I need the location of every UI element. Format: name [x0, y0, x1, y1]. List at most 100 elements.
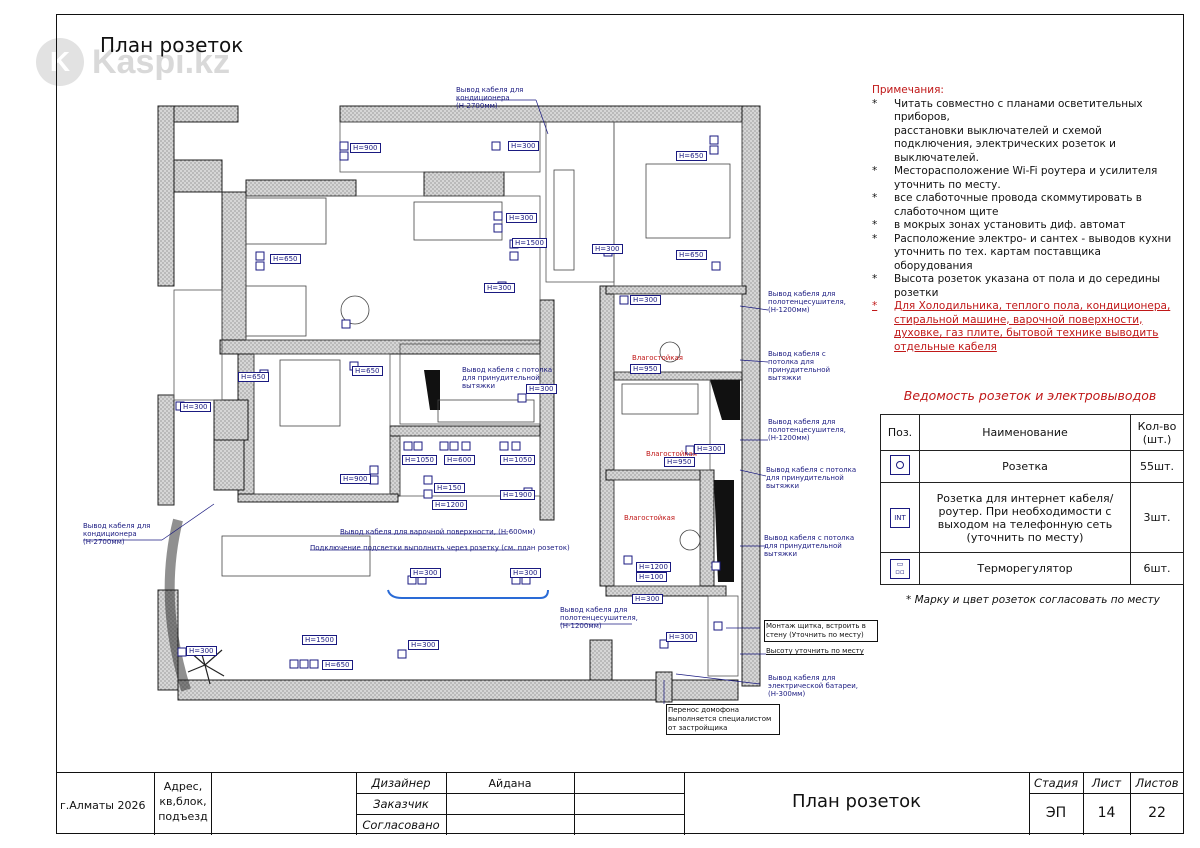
stage-label: Стадия: [1033, 776, 1079, 790]
address-label: Адрес, кв,блок, подъезд: [158, 780, 208, 823]
h-label: H=300: [694, 444, 725, 454]
furniture: [221, 163, 731, 577]
h-label: H=300: [632, 594, 663, 604]
towel-rail-cable-label: Вывод кабеля для полотенцесушителя, (Н-1…: [560, 606, 638, 630]
notes-block: Примечания: *Читать совместно с планами …: [872, 84, 1172, 354]
row-name: Розетка: [919, 450, 1131, 483]
h-label: H=300: [506, 213, 537, 223]
note-item-highlight: *Для Холодильника, теплого пола, кондици…: [872, 300, 1171, 353]
ac-cable-label: Вывод кабеля для кондиционера (Н-2700мм): [83, 522, 151, 546]
h-label: H=300: [180, 402, 211, 412]
designer-name: Айдана: [488, 777, 532, 790]
h-label: H=950: [630, 364, 661, 374]
ac-cable-label: Вывод кабеля для кондиционера (Н-2700мм): [456, 86, 524, 110]
note-item: *в мокрых зонах установить диф. автомат: [872, 219, 1126, 231]
backlight-note: Подключение подсветки выполнить через ро…: [310, 544, 570, 552]
h-label: H=650: [238, 372, 269, 382]
schedule-table: Поз. Наименование Кол-во (шт.) Розетка 5…: [880, 414, 1184, 585]
row-name: Терморегулятор: [919, 552, 1131, 585]
note-item: расстановки выключателей и схемой подклю…: [894, 124, 1116, 164]
svg-text:Влагостойкая: Влагостойкая: [632, 354, 683, 362]
h-label: H=1200: [636, 562, 671, 572]
title-block: г.Алматы 2026 Адрес, кв,блок, подъезд Ди…: [56, 772, 1184, 835]
h-label: H=300: [666, 632, 697, 642]
h-label: H=1050: [402, 455, 437, 465]
sheet-name: План розеток: [791, 791, 921, 812]
note-item: *все слаботочные провода скоммутировать …: [872, 192, 1142, 218]
h-label: H=300: [592, 244, 623, 254]
row-name: Розетка для интернет кабеля/роутер. При …: [919, 482, 1131, 553]
approved-label: Согласовано: [362, 818, 440, 832]
designer-label: Дизайнер: [371, 776, 431, 790]
h-label: H=650: [270, 254, 301, 264]
intercom-note: Перенос домофона выполняется специалисто…: [666, 704, 780, 735]
h-label: H=300: [410, 568, 441, 578]
h-label: H=650: [676, 250, 707, 260]
col-header-name: Наименование: [919, 414, 1131, 451]
note-item: *Высота розеток указана от пола и до сер…: [872, 273, 1161, 299]
thermostat-icon: ▭▫▫: [890, 558, 910, 579]
watermark-text: Kaspi.kz: [92, 42, 230, 81]
battery-cable-label: Вывод кабеля для электрической батареи, …: [768, 674, 858, 698]
h-label: H=1200: [432, 500, 467, 510]
drawing-sheet-frame: [56, 14, 1184, 834]
h-label: H=100: [636, 572, 667, 582]
sheets-total: 22: [1148, 805, 1166, 821]
svg-text:Влагостойкая: Влагостойкая: [624, 514, 675, 522]
socket-icon: [890, 455, 910, 475]
h-label: H=300: [508, 141, 539, 151]
h-label: H=300: [630, 295, 661, 305]
sheet-title: План розеток: [100, 33, 244, 57]
curved-facade: [164, 518, 191, 692]
h-label: H=300: [484, 283, 515, 293]
notes-title: Примечания:: [872, 84, 944, 96]
h-label: H=1500: [512, 238, 547, 248]
sheet-number: 14: [1097, 805, 1116, 821]
table-row: INT Розетка для интернет кабеля/роутер. …: [880, 482, 1184, 553]
wet-zone-labels: Влагостойкая Влагостойкая Влагостойкая: [624, 354, 697, 522]
h-label: H=300: [186, 646, 217, 656]
h-label: H=150: [434, 483, 465, 493]
towel-rail-cable-label: Вывод кабеля для полотенцесушителя, (Н-1…: [768, 418, 846, 442]
row-qty: 6шт.: [1130, 552, 1184, 585]
schedule-title: Ведомость розеток и электровыводов: [903, 388, 1157, 403]
panel-note: Монтаж щитка, встроить в стену (Уточнить…: [764, 620, 878, 642]
extract-cable-label: Вывод кабеля с потолка для принудительно…: [462, 366, 553, 390]
extract-cable-label: Вывод кабеля с потолка для принудительно…: [766, 466, 857, 490]
watermark-logo: K Kaspi.kz: [36, 38, 230, 86]
customer-label: Заказчик: [373, 797, 429, 811]
h-label: H=650: [352, 366, 383, 376]
city-year: г.Алматы 2026: [60, 799, 146, 812]
outer-walls: [157, 105, 761, 703]
height-note: Высоту уточнить по месту: [766, 647, 864, 655]
extract-cable-label: Вывод кабеля с потолка для принудительно…: [764, 534, 855, 558]
note-item: *Месторасположение Wi-Fi роутера и усили…: [872, 165, 1158, 191]
towel-rail-cable-label: Вывод кабеля для полотенцесушителя, (Н-1…: [768, 290, 846, 314]
col-header-pos: Поз.: [880, 414, 920, 451]
col-header-qty: Кол-во (шт.): [1130, 414, 1184, 451]
h-label: H=650: [676, 151, 707, 161]
leader-lines: [83, 99, 769, 704]
schedule-footnote: * Марку и цвет розеток согласовать по ме…: [906, 594, 1160, 606]
internet-socket-icon: INT: [890, 507, 910, 528]
row-qty: 55шт.: [1130, 450, 1184, 483]
h-label: H=1050: [500, 455, 535, 465]
note-item: *Расположение электро- и сантех - выводо…: [872, 232, 1172, 272]
h-label: H=900: [340, 474, 371, 484]
h-label: H=650: [322, 660, 353, 670]
h-label: H=300: [510, 568, 541, 578]
kaspi-logo-icon: K: [36, 38, 84, 86]
extract-cable-label: Вывод кабеля с потолка для принудительно…: [768, 350, 831, 382]
stage-value: ЭП: [1045, 805, 1067, 821]
h-label: H=300: [526, 384, 557, 394]
sheet-label: Лист: [1091, 776, 1122, 790]
table-row: Розетка 55шт.: [880, 450, 1184, 483]
h-label: H=1500: [302, 635, 337, 645]
h-label: H=900: [350, 143, 381, 153]
table-row: ▭▫▫ Терморегулятор 6шт.: [880, 552, 1184, 585]
row-qty: 3шт.: [1130, 482, 1184, 553]
svg-text:Влагостойкая: Влагостойкая: [646, 450, 697, 458]
shafts: [424, 370, 740, 582]
